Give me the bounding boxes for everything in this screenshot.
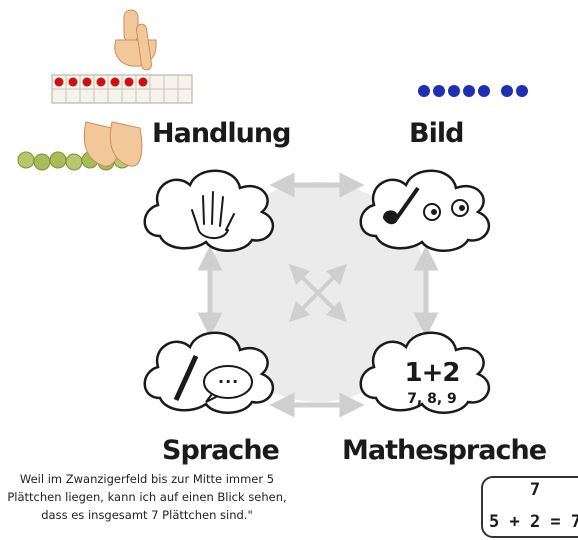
- bild-dot: [516, 85, 528, 97]
- zwanzigerfeld-counter: [138, 77, 148, 87]
- apple: [65, 153, 83, 171]
- zwanzigerfeld-counter: [68, 77, 78, 87]
- zwanzigerfeld-counter: [54, 77, 64, 87]
- apples-and-hands-photo: [17, 121, 143, 171]
- label-sprache: Sprache: [162, 435, 280, 466]
- equation-top: 7: [529, 480, 541, 500]
- pencil-speech-icon: [173, 354, 253, 403]
- bild-dot: [418, 85, 430, 97]
- paintbrush-eyes-icon: [382, 186, 469, 225]
- zwanzigerfeld-counter: [124, 77, 134, 87]
- zwanzigerfeld-counter: [96, 77, 106, 87]
- apple: [17, 151, 35, 169]
- apple: [49, 151, 67, 169]
- quote-line: Plättchen liegen, kann ich auf einen Bli…: [7, 490, 287, 504]
- bild-dot: [478, 85, 490, 97]
- zwanzigerfeld: [51, 74, 193, 104]
- bild-dot: [433, 85, 445, 97]
- math-cloud-line2: 7, 8, 9: [407, 391, 457, 407]
- bild-dot-pattern: [418, 85, 528, 97]
- pointing-hand-icon: [114, 9, 157, 71]
- hand-icon: [191, 191, 235, 239]
- cross-arrows: [288, 263, 348, 323]
- cycle-arrows: [197, 172, 439, 418]
- cloud-handlung: [143, 169, 274, 252]
- speech-bubble-dots: ...: [218, 368, 240, 387]
- bild-dot: [448, 85, 460, 97]
- zwanzigerfeld-counter: [110, 77, 120, 87]
- quote-line: Weil im Zwanzigerfeld bis zur Mitte imme…: [19, 472, 275, 486]
- label-bild: Bild: [409, 118, 464, 149]
- math-cloud-line1: 1+2: [404, 358, 461, 388]
- equation-box: 7 5 + 2 = 7: [481, 476, 578, 538]
- bild-dot: [463, 85, 475, 97]
- equation-bottom: 5 + 2 = 7: [489, 512, 578, 532]
- quote-text: Weil im Zwanzigerfeld bis zur Mitte imme…: [0, 470, 302, 524]
- bild-dot: [501, 85, 513, 97]
- cloud-mathesprache: [359, 331, 490, 414]
- label-handlung: Handlung: [152, 118, 291, 149]
- apple: [33, 153, 51, 171]
- label-mathesprache: Mathesprache: [342, 435, 547, 466]
- quote-line: dass es insgesamt 7 Plättchen sind.": [41, 508, 253, 522]
- zwanzigerfeld-counter: [82, 77, 92, 87]
